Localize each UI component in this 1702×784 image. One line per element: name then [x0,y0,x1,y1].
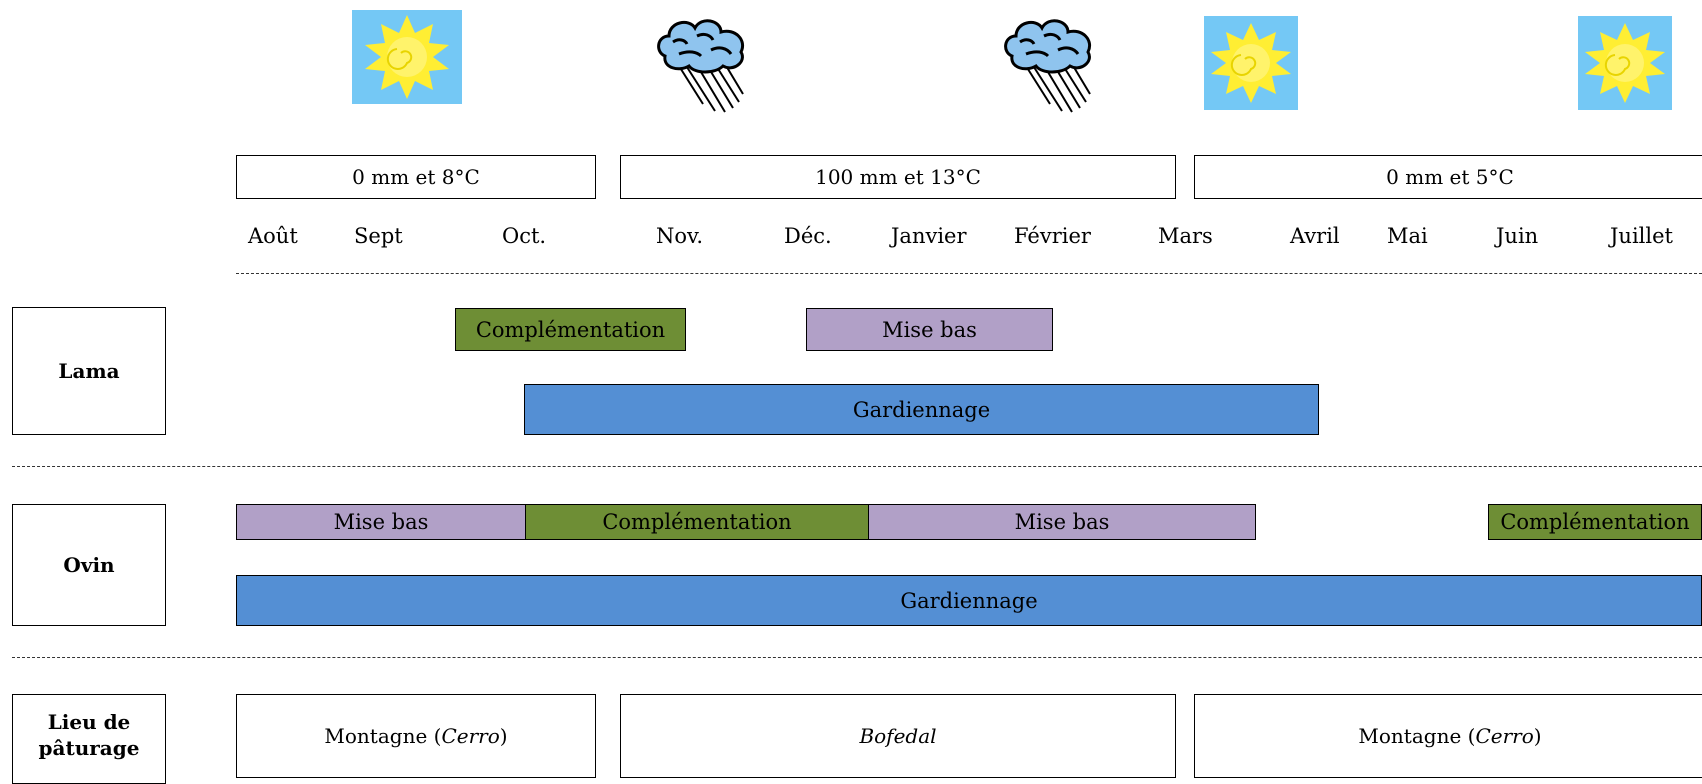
month-label: Nov. [656,224,704,248]
season-label: 100 mm et 13°C [815,165,981,189]
ovin-complementation-bar: Complémentation [1488,504,1702,540]
pasture-box-montagne: Montagne (Cerro) [1194,694,1702,778]
month-label: Avril [1290,224,1340,248]
pasture-label: Montagne (Cerro) [324,724,508,748]
month-label: Janvier [891,224,967,248]
rain-cloud-icon [655,16,750,116]
season-label: 0 mm et 5°C [1386,165,1514,189]
row-divider [12,466,1702,467]
row-label-ovin: Ovin [12,504,166,626]
season-box-dry-early: 0 mm et 8°C [236,155,596,199]
month-label: Août [248,224,298,248]
lama-mise-bas-bar: Mise bas [806,308,1053,351]
month-label: Juillet [1610,224,1673,248]
row-label-lama: Lama [12,307,166,435]
pasture-box-bofedal: Bofedal [620,694,1176,778]
row-divider [12,657,1702,658]
sun-icon [1578,16,1672,110]
month-axis-line [236,273,1702,274]
lama-complementation-bar: Complémentation [455,308,686,351]
season-box-wet: 100 mm et 13°C [620,155,1176,199]
month-label: Déc. [784,224,832,248]
sun-icon [352,10,462,104]
season-box-dry-late: 0 mm et 5°C [1194,155,1702,199]
ovin-complementation-bar: Complémentation [525,504,869,540]
month-label: Mars [1158,224,1213,248]
sun-icon [1204,16,1298,110]
ovin-mise-bas-bar: Mise bas [868,504,1256,540]
ovin-gardiennage-bar: Gardiennage [236,575,1702,626]
month-label: Mai [1387,224,1428,248]
month-label: Oct. [502,224,547,248]
pasture-box-montagne: Montagne (Cerro) [236,694,596,778]
pasture-label: Montagne (Cerro) [1358,724,1542,748]
row-label-lieu-de-paturage: Lieu de pâturage [12,694,166,784]
month-label: Février [1014,224,1091,248]
pasture-label: Bofedal [859,724,937,748]
rain-cloud-icon [1002,16,1097,116]
month-label: Sept [354,224,403,248]
season-label: 0 mm et 8°C [352,165,480,189]
month-label: Juin [1496,224,1539,248]
lama-gardiennage-bar: Gardiennage [524,384,1319,435]
ovin-mise-bas-bar: Mise bas [236,504,526,540]
